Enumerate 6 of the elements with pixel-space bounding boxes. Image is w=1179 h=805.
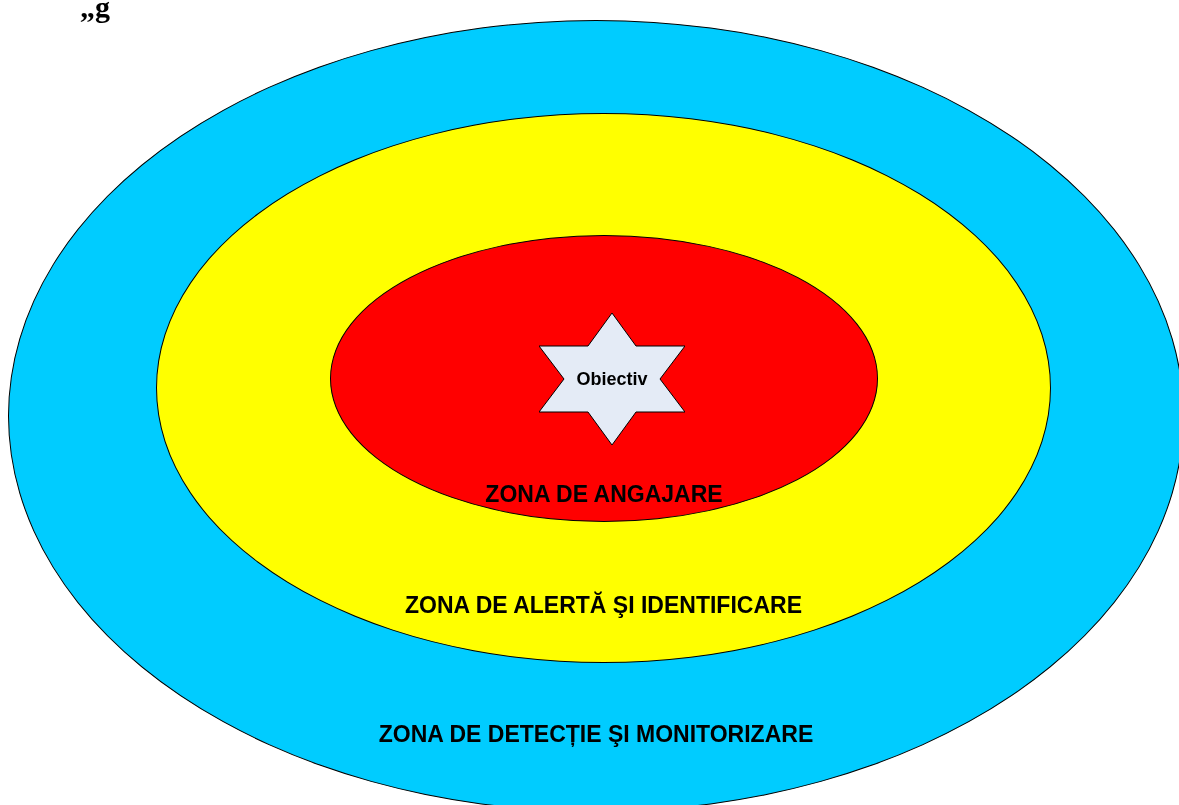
star-shape	[539, 313, 685, 445]
heading-fragment: „g	[80, 0, 110, 25]
star-label: Obiectiv	[576, 367, 648, 391]
zone-label: ZONA DE ALERTĂ ŞI IDENTIFICARE	[405, 590, 802, 620]
zone-label: ZONA DE ANGAJARE	[485, 480, 723, 509]
zone-label: ZONA DE DETECȚIE ŞI MONITORIZARE	[378, 720, 814, 749]
